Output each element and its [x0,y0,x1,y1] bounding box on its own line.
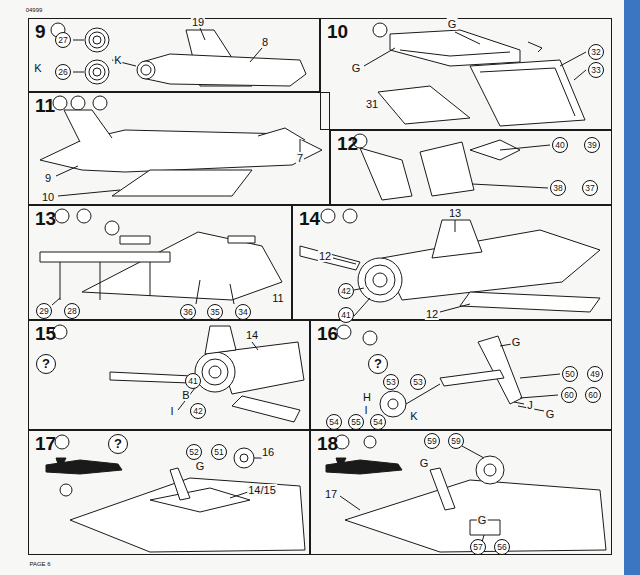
question-mark: ? [36,354,56,374]
part-letter: 14/15 [247,484,277,496]
callout-number: 41 [338,307,354,323]
callout-number: 49 [587,366,603,382]
part-letter: J [526,399,534,411]
callout-number: 54 [326,414,342,430]
step-number: 18 [317,434,338,454]
callout-number: 42 [338,283,354,299]
question-mark: ? [368,354,388,374]
callout-number: 34 [235,304,251,320]
part-letter: 7 [296,152,304,164]
callout-number: 26 [55,64,71,80]
part-letter: 9 [44,172,52,184]
part-letter: G [419,457,430,469]
part-letter: 04999 [25,7,44,14]
callout-number: 38 [550,180,566,196]
part-letter: K [409,410,418,422]
part-letter: 16 [261,446,275,458]
part-letter: 12 [425,308,439,320]
callout-number: 51 [211,444,227,460]
callout-number: 41 [185,373,201,389]
callout-number: 27 [55,32,71,48]
part-letter: G [447,18,458,30]
part-letter: 14 [245,329,259,341]
callout-number: 59 [448,433,464,449]
step-number: 10 [327,22,348,42]
part-letter: 31 [365,98,379,110]
callout-number: 35 [207,304,223,320]
part-letter: I [363,404,368,416]
callout-number: 52 [186,444,202,460]
part-letter: 12 [318,250,332,262]
part-letter: 17 [324,488,338,500]
step-panel: 9 [28,18,320,92]
step-number: 12 [337,134,358,154]
callout-number: 42 [190,403,206,419]
callout-number: 33 [588,62,604,78]
part-letter: B [181,389,190,401]
callout-number: 39 [584,137,600,153]
callout-number: 57 [470,539,486,555]
step-number: 15 [35,324,56,344]
callout-number: 56 [494,539,510,555]
step-panel: 13 [28,205,292,320]
part-letter: K [33,62,42,74]
part-letter: H [362,391,372,403]
callout-number: 50 [562,366,578,382]
part-letter: G [351,62,362,74]
part-letter: PAGE 6 [28,561,51,568]
step-number: 17 [35,434,56,454]
part-letter: 10 [41,191,55,203]
question-mark: ? [108,434,128,454]
callout-number: 60 [585,387,601,403]
part-letter: I [169,405,174,417]
callout-number: 40 [552,137,568,153]
callout-number: 59 [424,433,440,449]
callout-number: 53 [410,374,426,390]
part-letter: 8 [261,36,269,48]
part-letter: 11 [271,292,284,304]
callout-number: 53 [383,374,399,390]
step-number: 11 [35,96,55,116]
step-panel: 10 [320,18,612,130]
step-panel: 12 [330,130,612,205]
callout-number: 55 [348,414,364,430]
step-panel: 11 [28,92,330,205]
part-letter: K [113,54,122,66]
part-letter: G [545,408,556,420]
callout-number: 60 [561,387,577,403]
callout-number: 54 [370,414,386,430]
callout-number: 32 [588,44,604,60]
part-letter: G [511,336,522,348]
step-number: 9 [35,22,46,42]
part-letter: 13 [448,207,462,219]
part-letter: G [195,460,206,472]
part-letter: 19 [191,16,205,28]
step-panel: 14 [292,205,612,320]
step-panel: 18 [310,430,612,555]
part-letter: G [477,514,488,526]
callout-number: 28 [64,303,80,319]
callout-number: 36 [180,304,196,320]
step-number: 13 [35,209,56,229]
step-number: 14 [299,209,320,229]
callout-number: 37 [582,180,598,196]
callout-number: 29 [36,303,52,319]
step-number: 16 [317,324,338,344]
